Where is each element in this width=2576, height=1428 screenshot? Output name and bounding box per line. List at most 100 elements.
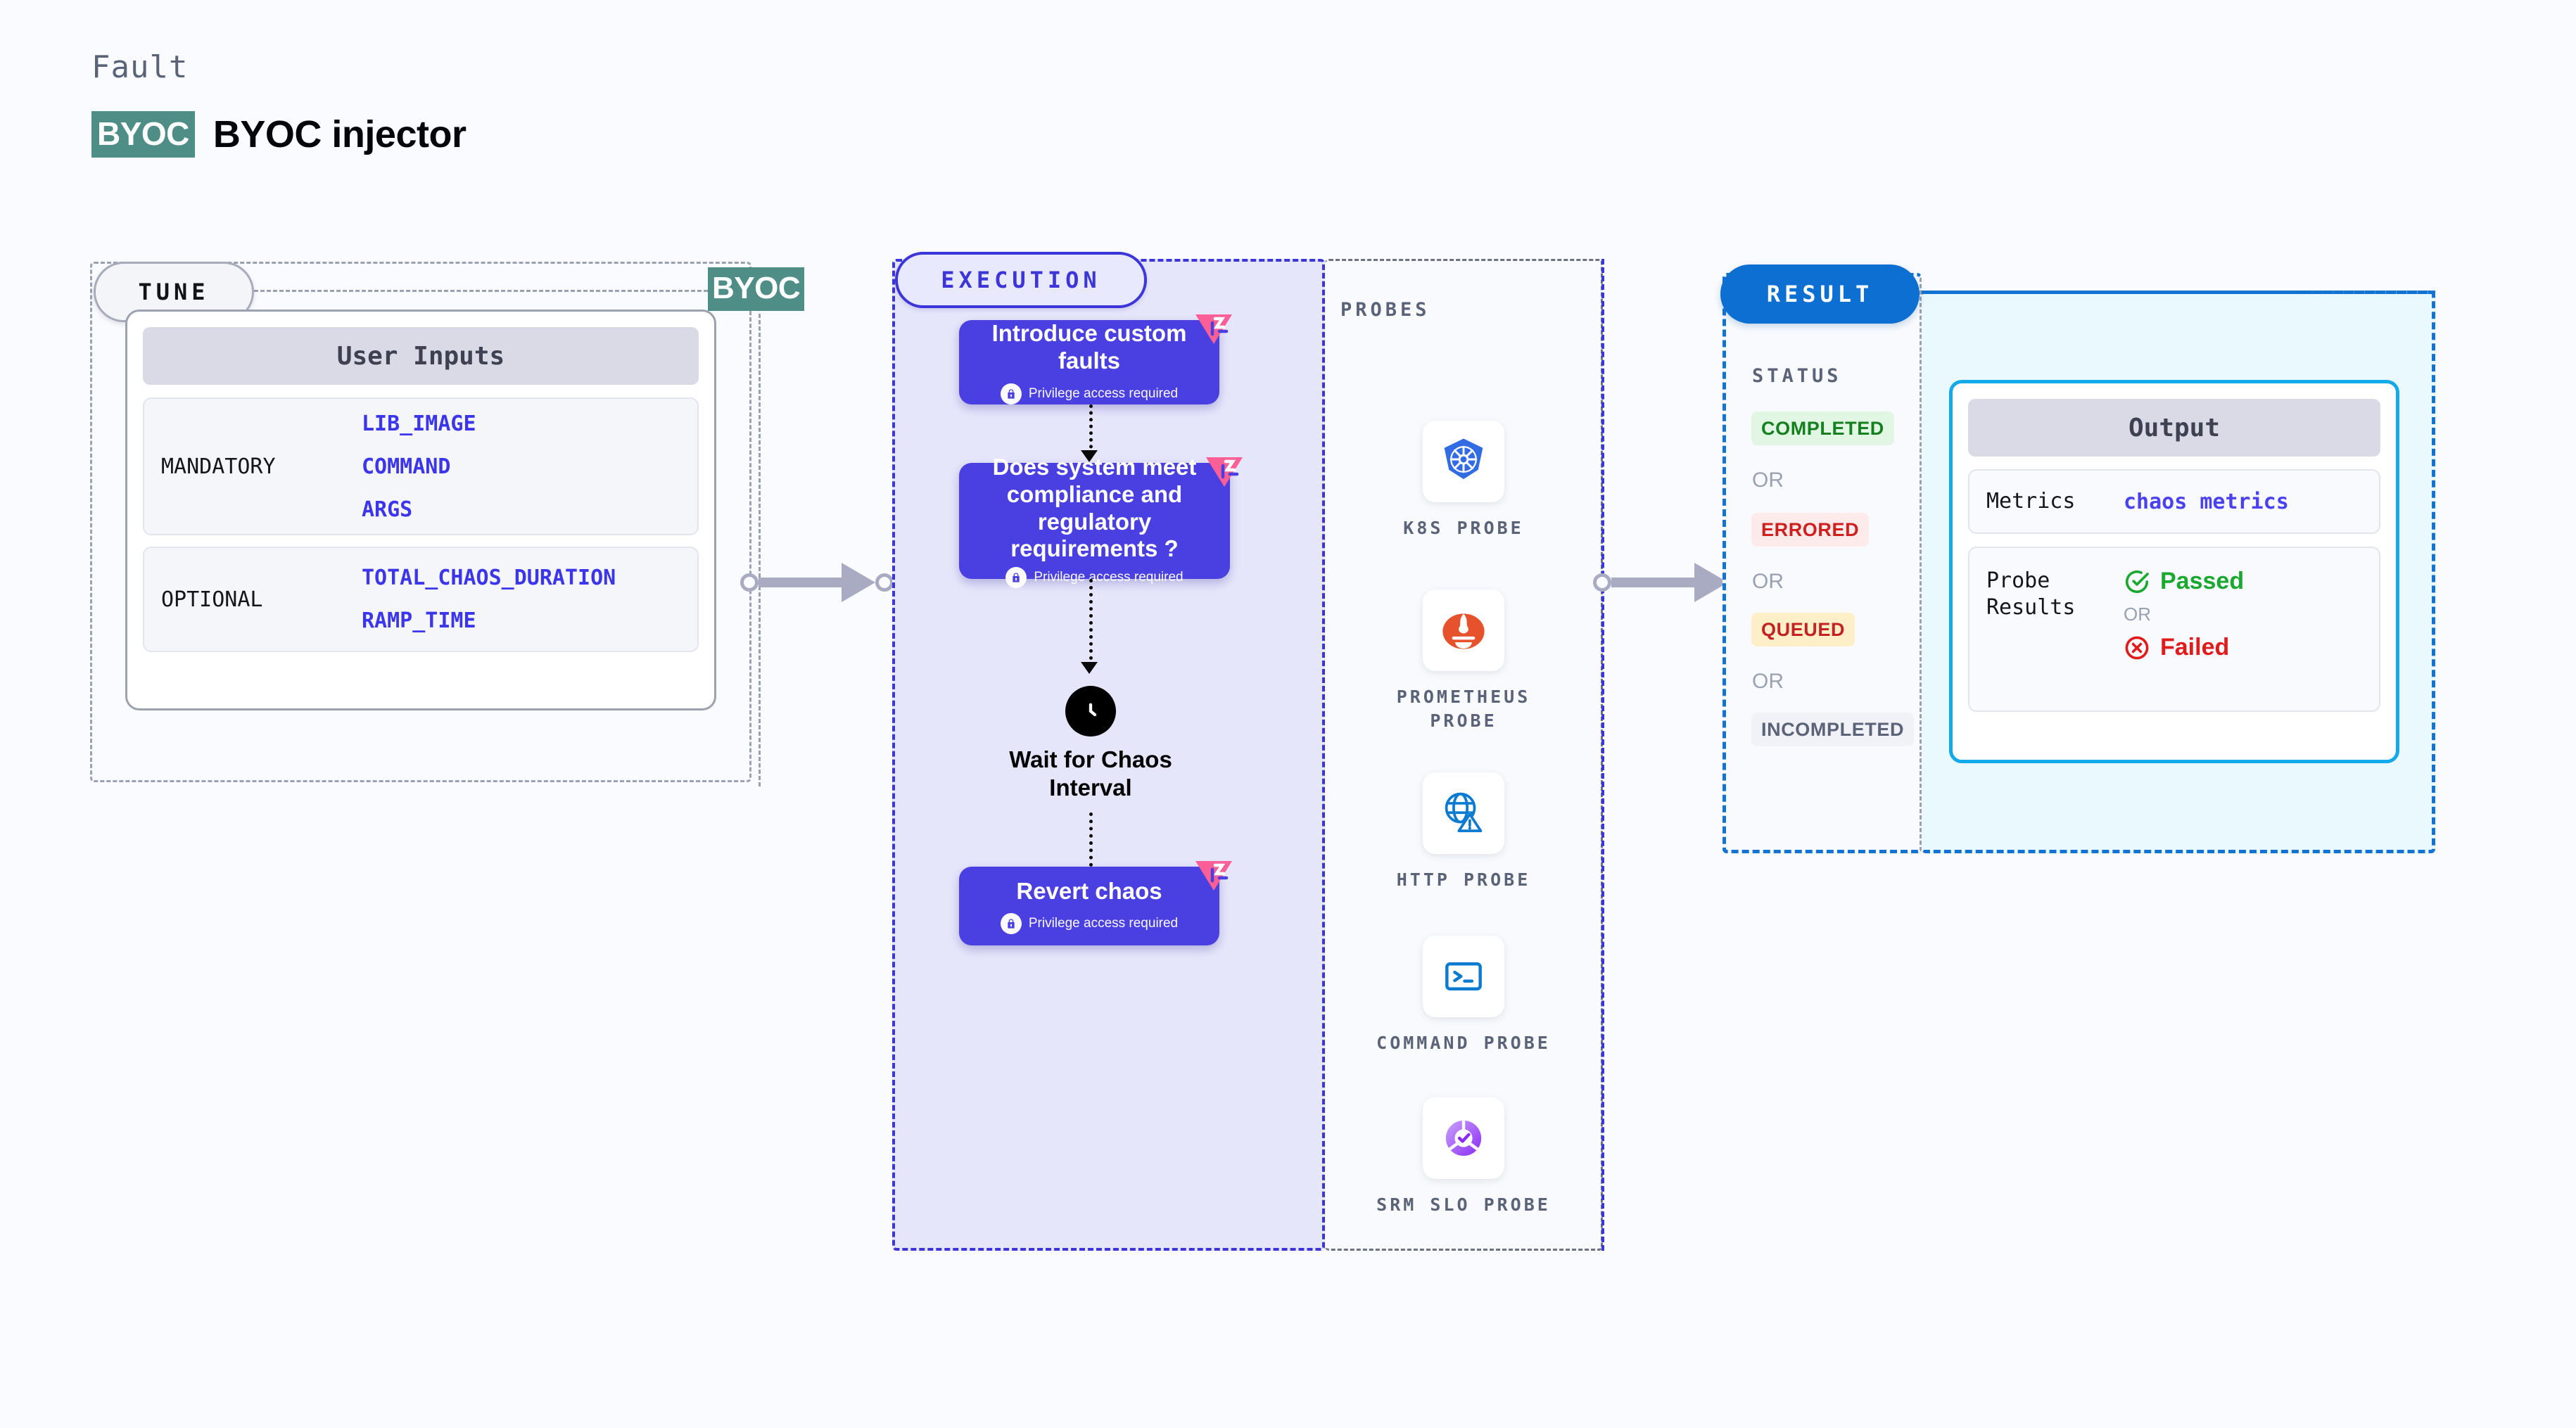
probe-result-failed: Failed	[2124, 634, 2244, 661]
flow-arrowhead-2	[1081, 662, 1098, 674]
flow-line-3	[1089, 812, 1093, 895]
output-row-metrics: Metrics chaos metrics	[1968, 469, 2380, 534]
fault-badge-icon	[1194, 857, 1235, 892]
tune-param[interactable]: LIB_IMAGE	[362, 411, 476, 436]
flow-line-1	[1089, 404, 1093, 455]
probe-results-values: Passed OR Failed	[2124, 568, 2244, 661]
status-badge-queued: QUEUED	[1751, 613, 1855, 646]
tune-group-mandatory: MANDATORY LIB_IMAGE COMMAND ARGS	[143, 397, 699, 535]
status-badge-label: QUEUED	[1761, 618, 1846, 640]
probe-result-or: OR	[2124, 604, 2151, 625]
status-badge-completed: COMPLETED	[1751, 412, 1894, 445]
flow-arrowhead-1	[1081, 450, 1098, 462]
probe-item-k8s[interactable]: K8S PROBE	[1372, 421, 1555, 540]
check-circle-icon	[2125, 570, 2149, 593]
lock-icon	[1005, 567, 1027, 589]
output-card-title: Output	[1968, 399, 2380, 457]
tune-group-label: MANDATORY	[161, 454, 276, 479]
tune-group-label: OPTIONAL	[161, 587, 263, 612]
connector-tune-to-execution	[740, 563, 894, 602]
output-card: Output Metrics chaos metrics Probe Resul…	[1949, 380, 2399, 763]
srm-slo-icon	[1423, 1097, 1504, 1179]
step-title: Introduce custom faults	[991, 320, 1187, 374]
passed-label: Passed	[2160, 568, 2245, 594]
probe-result-passed: Passed	[2124, 568, 2244, 595]
status-badge-label: ERRORED	[1761, 518, 1860, 540]
status-or-1: OR	[1752, 468, 1784, 492]
connector-bar	[759, 578, 842, 587]
connector-end-dot	[875, 573, 894, 592]
step-privilege-note: Privilege access required	[1000, 913, 1179, 935]
status-or-3: OR	[1752, 670, 1784, 693]
user-inputs-card: User Inputs MANDATORY LIB_IMAGE COMMAND …	[125, 310, 716, 710]
step-title: Revert chaos	[1016, 877, 1162, 904]
byoc-connector-down-line	[759, 314, 761, 786]
lock-icon	[1000, 913, 1022, 935]
status-badge-errored: ERRORED	[1751, 513, 1870, 547]
execution-step-introduce-faults[interactable]: Introduce custom faults Privilege access…	[959, 314, 1232, 404]
execution-group-boundary	[892, 259, 1325, 1251]
page-eyebrow: Fault	[91, 49, 189, 85]
fault-badge-icon	[1194, 310, 1235, 345]
prometheus-icon	[1423, 589, 1504, 671]
tune-connector-line	[254, 290, 708, 292]
execution-step-compliance-check[interactable]: Does system meet compliance and regulato…	[959, 454, 1243, 589]
result-output-top-edge	[1922, 291, 2435, 294]
output-row-probe-results: Probe Results Passed OR Failed	[1968, 547, 2380, 712]
step-privilege-note: Privilege access required	[1005, 567, 1184, 589]
tune-param[interactable]: ARGS	[362, 497, 413, 522]
connector-bar	[1611, 578, 1695, 587]
status-badge-label: COMPLETED	[1761, 417, 1884, 439]
step-privilege-note: Privilege access required	[1000, 383, 1179, 404]
status-badge-label: INCOMPLETED	[1761, 718, 1905, 740]
status-badge-incompleted: INCOMPLETED	[1751, 713, 1915, 746]
clock-icon	[1065, 686, 1116, 737]
probe-item-srm-slo[interactable]: SRM SLO PROBE	[1372, 1097, 1555, 1217]
probe-label: HTTP PROBE	[1396, 869, 1531, 890]
terminal-icon	[1423, 936, 1504, 1017]
x-circle-icon	[2125, 636, 2149, 659]
flow-line-2	[1089, 579, 1093, 667]
wait-node-label: Wait for Chaos Interval	[1009, 746, 1172, 801]
step-title: Does system meet compliance and regulato…	[992, 453, 1197, 562]
status-section-label: STATUS	[1752, 365, 1842, 387]
probe-label: PROMETHEUS PROBE	[1396, 687, 1531, 731]
execution-pill[interactable]: EXECUTION	[895, 252, 1147, 308]
probe-item-http[interactable]: HTTP PROBE	[1372, 772, 1555, 892]
connector-arrowhead-icon	[842, 563, 875, 602]
lock-icon	[1000, 383, 1022, 404]
tune-param[interactable]: RAMP_TIME	[362, 608, 476, 633]
http-globe-warning-icon	[1423, 772, 1504, 854]
fault-badge-icon	[1205, 453, 1245, 488]
tune-group-optional: OPTIONAL TOTAL_CHAOS_DURATION RAMP_TIME	[143, 547, 699, 652]
probe-label: COMMAND PROBE	[1376, 1033, 1551, 1053]
tune-group-values: LIB_IMAGE COMMAND ARGS	[362, 412, 476, 522]
byoc-chip: BYOC	[91, 111, 195, 158]
connector-start-dot	[740, 573, 759, 592]
byoc-connector-tag: BYOC	[708, 267, 805, 311]
probe-label: K8S PROBE	[1403, 518, 1524, 538]
failed-label: Failed	[2160, 634, 2230, 661]
user-inputs-title: User Inputs	[143, 327, 699, 385]
privilege-text: Privilege access required	[1028, 385, 1179, 401]
status-or-2: OR	[1752, 570, 1784, 593]
execution-step-revert-chaos[interactable]: Revert chaos Privilege access required	[959, 861, 1232, 945]
connector-start-dot	[1593, 573, 1611, 592]
privilege-text: Privilege access required	[1034, 570, 1184, 585]
probe-label: SRM SLO PROBE	[1376, 1194, 1551, 1215]
tune-param[interactable]: TOTAL_CHAOS_DURATION	[362, 566, 616, 590]
tune-group-boundary	[90, 262, 751, 782]
probe-item-command[interactable]: COMMAND PROBE	[1372, 936, 1555, 1055]
probes-section-label: PROBES	[1340, 299, 1430, 321]
privilege-text: Privilege access required	[1028, 916, 1179, 931]
result-pill[interactable]: RESULT	[1720, 264, 1920, 324]
output-metrics-value[interactable]: chaos metrics	[2124, 489, 2289, 514]
output-metrics-key: Metrics	[1986, 489, 2076, 514]
tune-param[interactable]: COMMAND	[362, 454, 451, 479]
probes-group-right-edge	[1601, 259, 1604, 1251]
tune-group-values: TOTAL_CHAOS_DURATION RAMP_TIME	[362, 566, 616, 633]
kubernetes-icon	[1423, 421, 1504, 502]
result-status-boundary	[1722, 273, 1922, 853]
probe-item-prometheus[interactable]: PROMETHEUS PROBE	[1372, 589, 1555, 733]
